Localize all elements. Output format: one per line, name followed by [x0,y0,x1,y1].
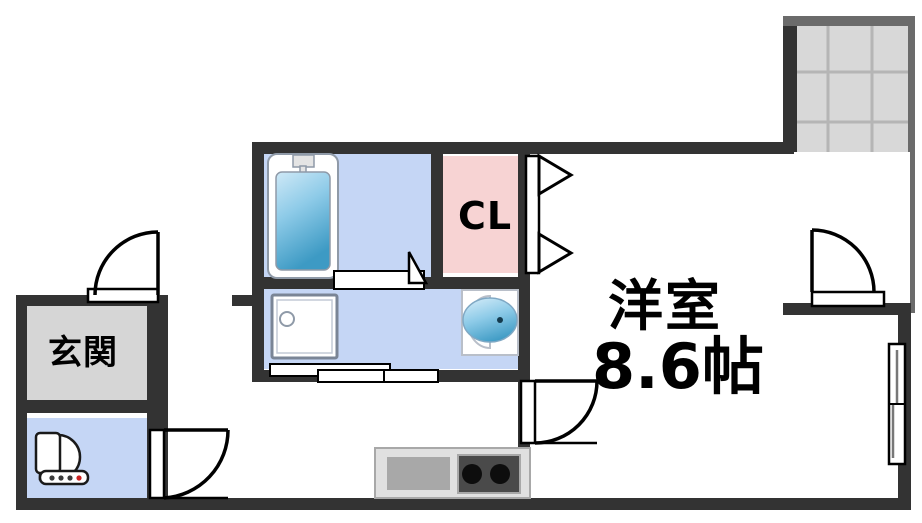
genkan-floor [26,305,158,402]
bathroom-door[interactable] [333,251,429,290]
toilet-fixture [34,431,90,486]
toilet-door[interactable] [148,428,230,500]
closet-bifold-door[interactable] [524,153,574,275]
main-room-floor [524,152,910,505]
closet-room-label: CL [458,194,513,238]
main-room-label: 洋室 [608,274,723,338]
side-window[interactable] [887,342,907,466]
entrance-door[interactable] [86,230,160,304]
washing-machine-pan-fixture [270,293,339,360]
closet-floor [443,156,527,273]
washroom-sliding-door[interactable] [269,363,439,383]
genkan-room-label: 玄関 [48,333,118,373]
washbasin-fixture [461,289,519,356]
bathtub-fixture [267,153,339,279]
kitchen-sink-fixture [387,457,450,490]
main-room-door[interactable] [519,379,599,445]
kitchen-counter-fixture [374,447,531,499]
balcony-door[interactable] [810,228,886,308]
main-room-size-label: 8.6帖 [592,330,764,403]
